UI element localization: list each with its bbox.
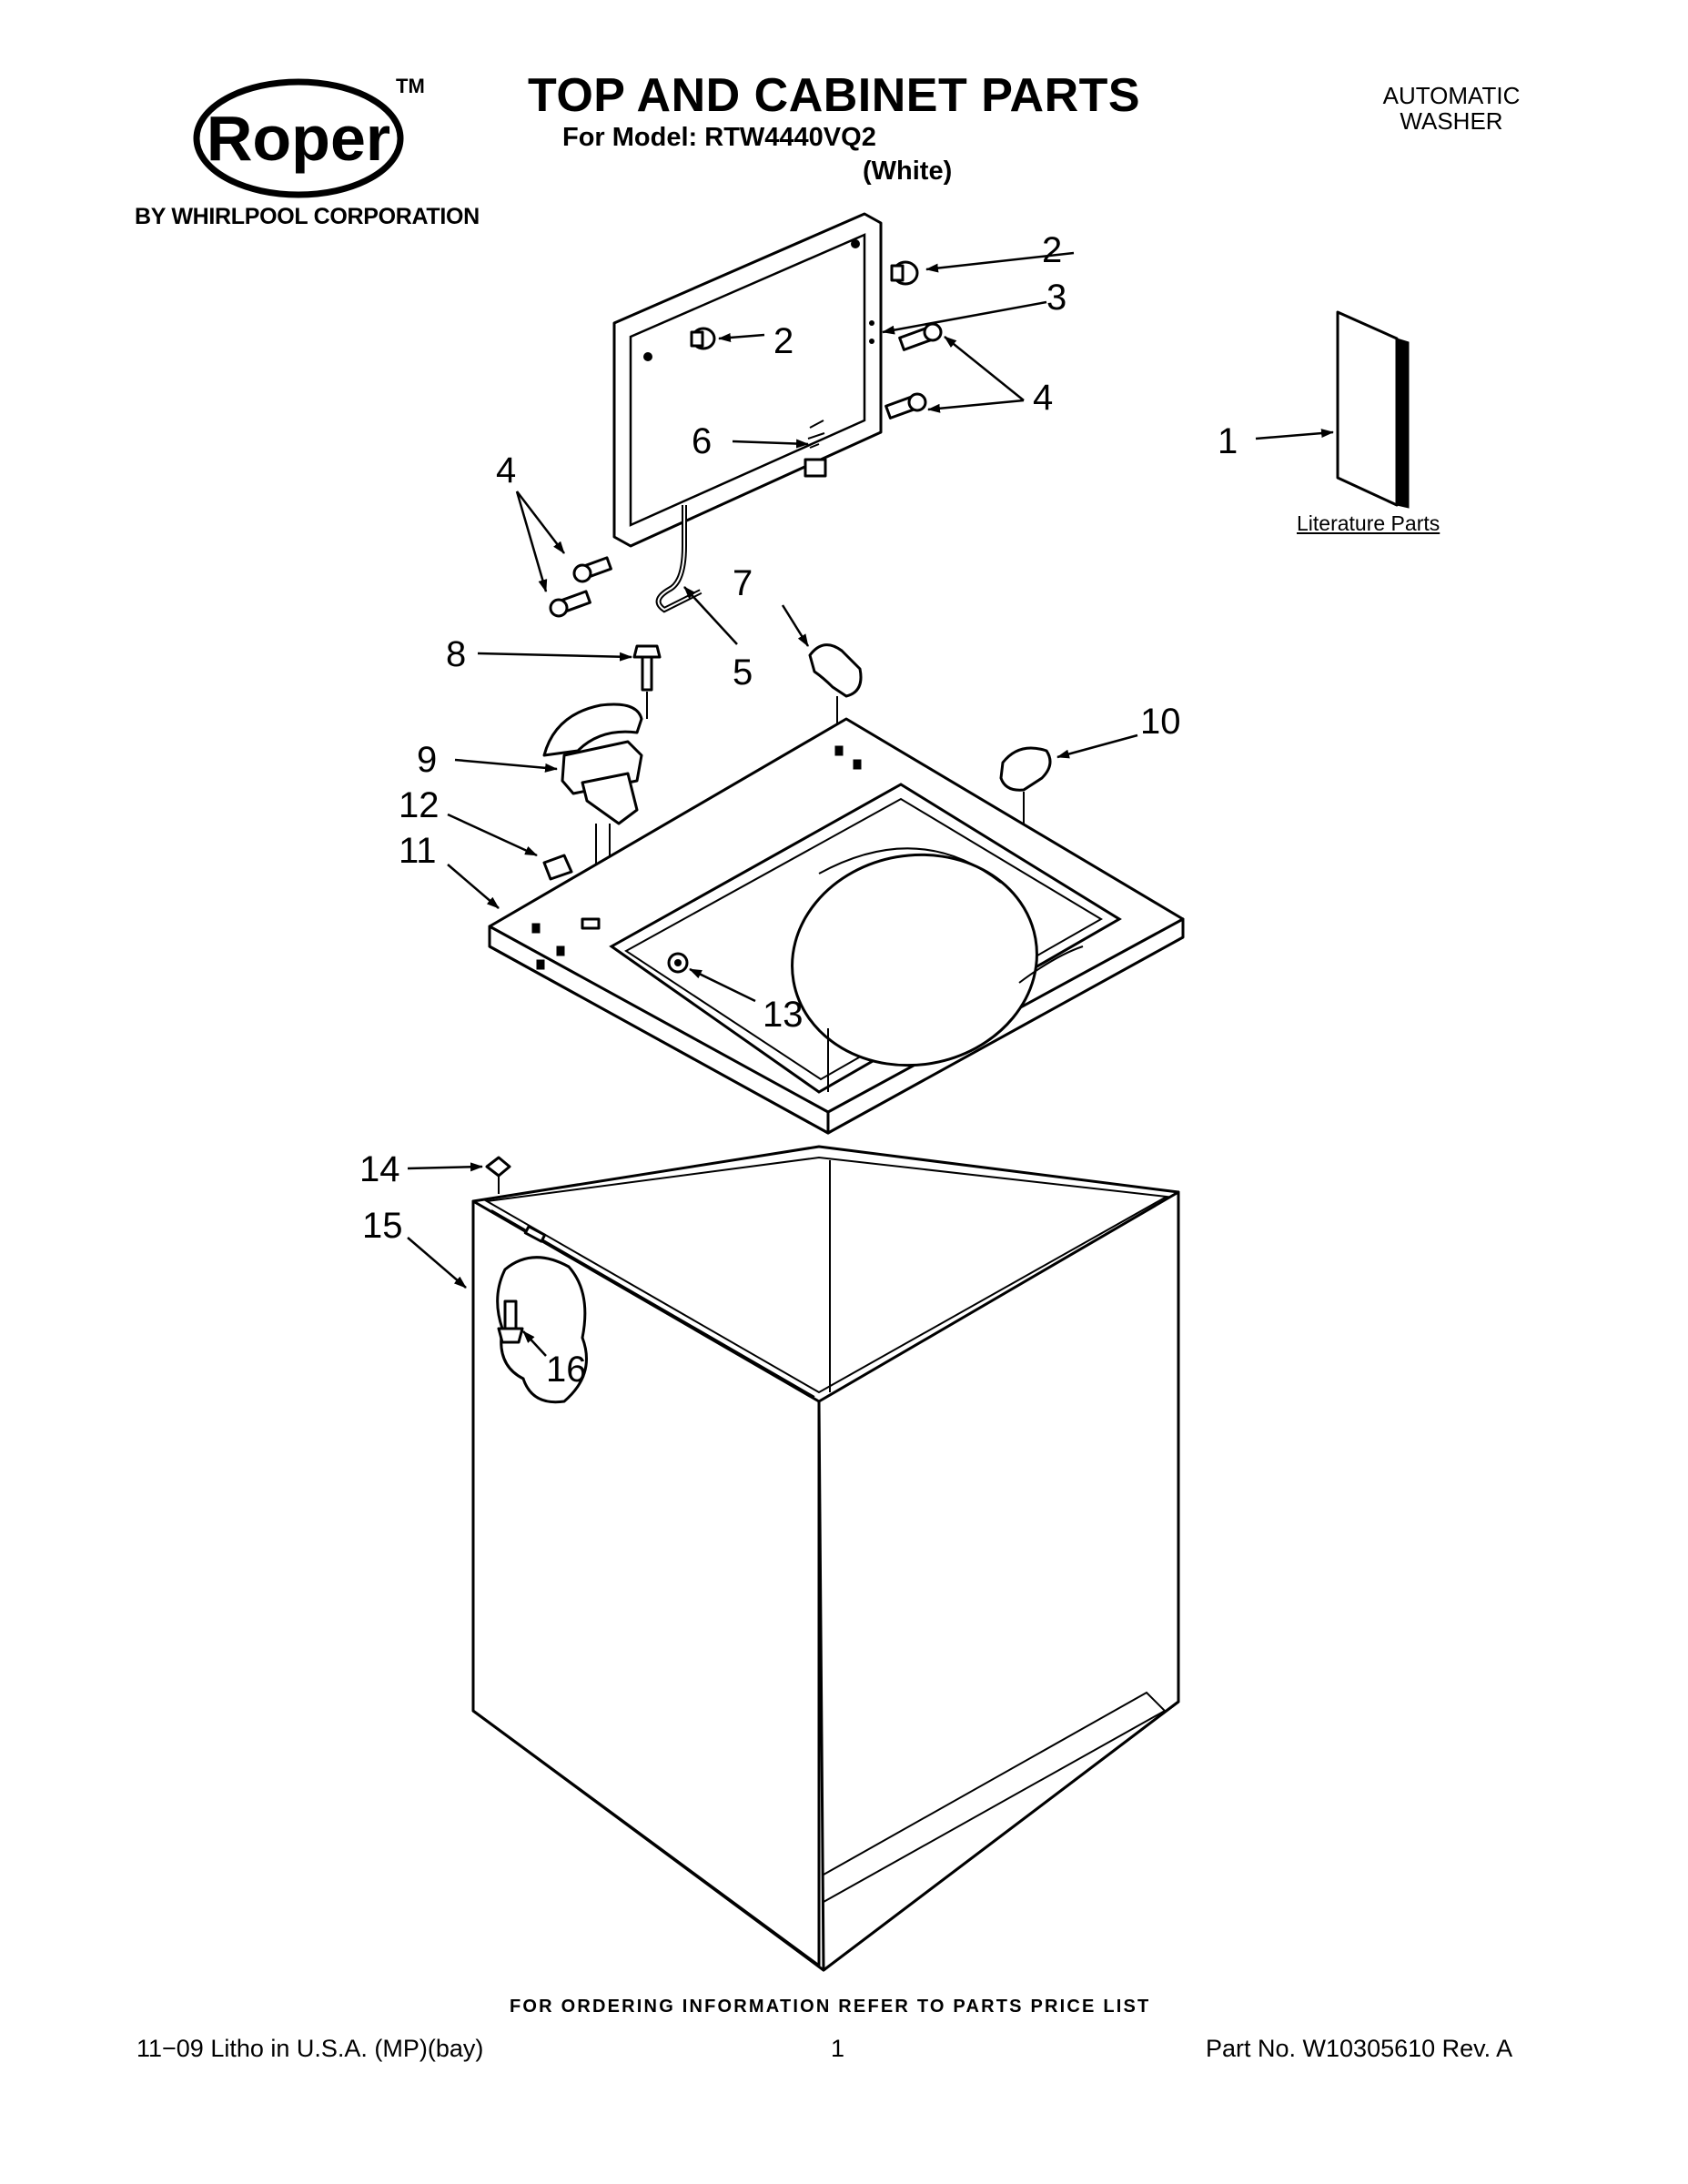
washer-top-panel	[488, 717, 1185, 1135]
callout-leader-lines	[407, 251, 1334, 1357]
hinge-screws-left	[549, 556, 612, 618]
color-line: (White)	[863, 157, 953, 186]
literature-parts-label: Literature Parts	[1297, 511, 1440, 535]
callout-11: 11	[399, 831, 437, 871]
callout-13: 13	[763, 995, 804, 1035]
logo-wordmark: Roper	[207, 103, 390, 174]
ordering-note: FOR ORDERING INFORMATION REFER TO PARTS …	[510, 1997, 1151, 2017]
lid-switch-screw	[632, 644, 662, 719]
lid-switch-assembly	[542, 703, 643, 887]
manufacturer-byline: BY WHIRLPOOL CORPORATION	[135, 204, 480, 229]
callout-14: 14	[359, 1149, 400, 1189]
cabinet-clip	[485, 1156, 511, 1194]
print-info: 11−09 Litho in U.S.A. (MP)(bay)	[136, 2035, 484, 2062]
trademark-mark: TM	[396, 75, 425, 97]
callout-4: 4	[496, 450, 516, 490]
washer-cabinet	[471, 1145, 1180, 1972]
lid-bumper	[690, 260, 919, 350]
callout-16: 16	[546, 1350, 587, 1390]
callout-15: 15	[362, 1206, 403, 1246]
callout-5: 5	[733, 652, 753, 693]
hinge-clip	[808, 643, 863, 728]
callout-4: 4	[1033, 378, 1053, 418]
callout-12: 12	[399, 785, 440, 825]
lid-hinge	[655, 505, 702, 613]
callout-2: 2	[773, 321, 793, 361]
switch-actuator	[804, 420, 827, 478]
callout-10: 10	[1140, 702, 1181, 742]
cabinet-cutaway	[496, 1256, 588, 1404]
product-category-line2: WASHER	[1400, 107, 1503, 135]
page-title: TOP AND CABINET PARTS	[528, 69, 1141, 122]
logo-ellipse	[193, 78, 404, 198]
bracket-clip	[542, 854, 573, 881]
callout-6: 6	[692, 421, 712, 461]
callout-9: 9	[417, 740, 437, 780]
callout-3: 3	[1046, 278, 1066, 318]
callout-7: 7	[733, 563, 753, 603]
roper-logo: Roper	[191, 64, 428, 200]
product-category-line1: AUTOMATIC	[1382, 82, 1521, 109]
callout-2: 2	[1042, 230, 1062, 270]
model-line: For Model: RTW4440VQ2	[562, 123, 876, 152]
literature-booklet	[1336, 310, 1410, 509]
callout-1: 1	[1218, 421, 1238, 461]
lid-frame	[612, 212, 883, 548]
page-number: 1	[831, 2035, 845, 2062]
hinge-screws-right	[884, 322, 943, 420]
callout-8: 8	[446, 634, 466, 674]
part-number: Part No. W10305610 Rev. A	[1206, 2035, 1513, 2062]
